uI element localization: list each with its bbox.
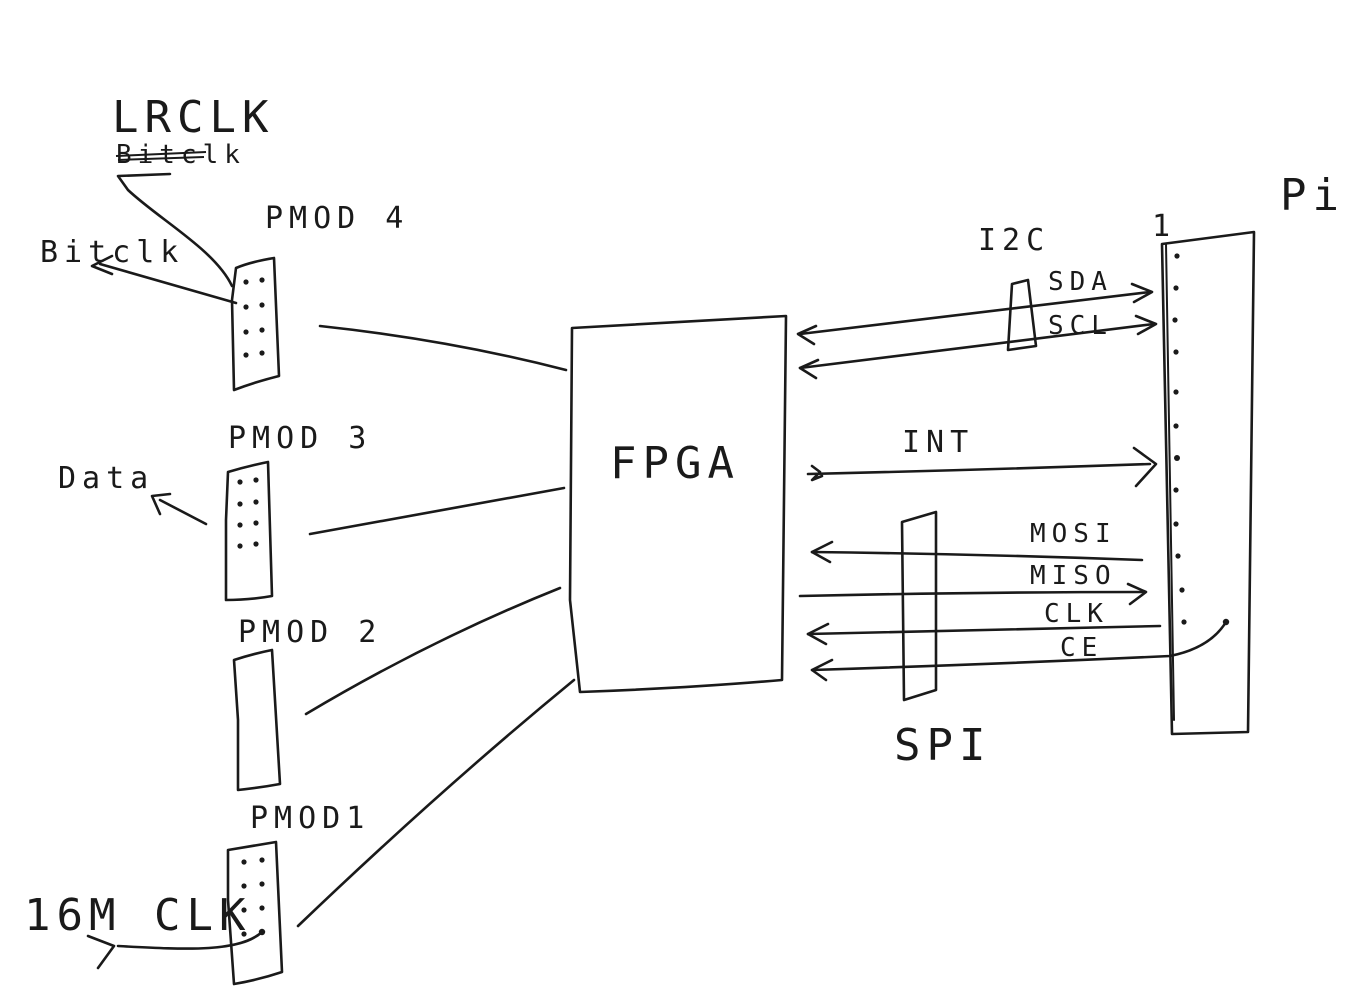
data-arrow-head <box>150 492 172 516</box>
ce-label: CE <box>1060 633 1103 663</box>
pmod2-label: PMOD 2 <box>238 615 382 650</box>
pmod3-fpga-wire <box>308 486 566 536</box>
clk16m-label: 16M CLK <box>24 890 251 941</box>
mosi-label: MOSI <box>1030 519 1117 549</box>
miso-arrow-head <box>1126 582 1148 606</box>
pi-gpio-pins <box>1172 253 1230 626</box>
int-label: INT <box>902 425 974 460</box>
pmod4-label: PMOD 4 <box>265 201 409 236</box>
pmod4-connector <box>230 256 281 392</box>
ce-wire <box>810 620 1228 672</box>
pmod3-label: PMOD 3 <box>228 421 372 456</box>
strike-through-line <box>117 156 205 161</box>
pi-header-inner-edge <box>1165 243 1175 721</box>
spi-clk-arrow-head <box>806 622 830 646</box>
scl-arrow-head <box>1134 314 1158 336</box>
pi-gpio-header <box>1160 230 1256 736</box>
ce-arrow-head <box>810 658 834 682</box>
i2c-label: I2C <box>978 223 1050 258</box>
mosi-arrow-head <box>810 540 834 564</box>
sda-arrow-tail <box>796 324 818 346</box>
int-wire <box>806 462 1152 476</box>
sda-wire <box>798 290 1152 336</box>
spi-clk-wire <box>806 624 1162 636</box>
data-label: Data <box>58 461 154 496</box>
fpga-label: FPGA <box>610 438 740 489</box>
clk16m-wire <box>116 930 264 950</box>
int-arrow-head <box>1132 446 1158 488</box>
miso-wire <box>798 590 1146 598</box>
bitclk-arrow-head <box>90 254 114 276</box>
bitclk-label: Bitclk <box>40 235 184 270</box>
spi-label: SPI <box>894 720 991 771</box>
i2c-bus-marker <box>1006 278 1038 352</box>
strike-through-line <box>115 151 207 157</box>
sda-label: SDA <box>1048 267 1113 297</box>
pi-label: Pi <box>1280 170 1345 221</box>
pmod2-fpga-wire <box>304 586 562 716</box>
spi-bus-marker <box>900 510 938 702</box>
pmod4-fpga-wire <box>318 324 568 372</box>
mosi-wire <box>810 550 1144 562</box>
pmod1-label: PMOD1 <box>250 801 370 836</box>
clk-label: CLK <box>1044 599 1109 629</box>
scl-wire <box>798 322 1156 370</box>
clk16m-arrow-head <box>86 934 116 970</box>
pin-one-label: 1 <box>1152 209 1176 244</box>
sda-arrow-head <box>1130 282 1154 304</box>
data-wire <box>158 498 208 526</box>
scl-arrow-tail <box>798 358 820 380</box>
fpga-block <box>568 314 788 694</box>
pmod3-connector <box>224 460 274 602</box>
bitclk-wire <box>98 262 238 305</box>
lrclk-label: LRCLK <box>112 92 274 143</box>
int-arrow-tail <box>810 464 824 482</box>
miso-label: MISO <box>1030 561 1117 591</box>
pmod1-fpga-wire <box>296 678 576 928</box>
pmod2-connector <box>232 648 282 792</box>
lrclk-wire <box>116 172 234 288</box>
